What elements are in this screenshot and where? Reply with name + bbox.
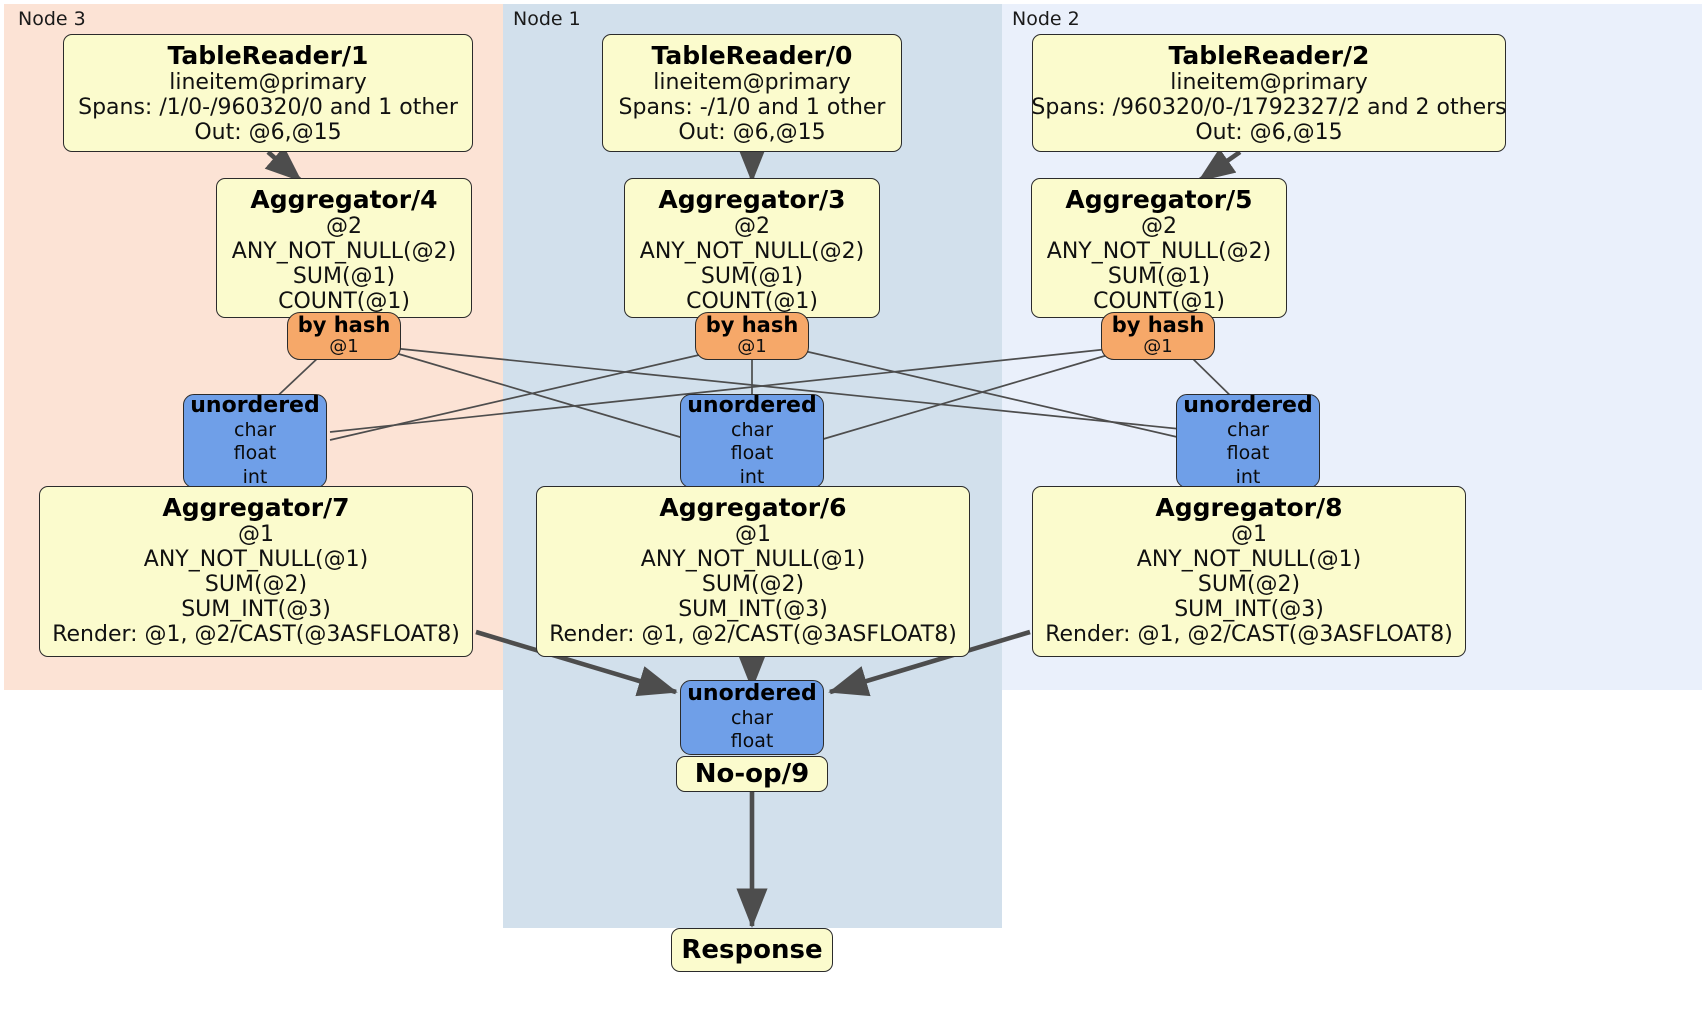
- processor-line: @2: [326, 214, 362, 239]
- router-title: by hash: [1111, 313, 1205, 338]
- processor-line: Render: @1, @2/CAST(@3ASFLOAT8): [1045, 622, 1453, 648]
- processor-title: Aggregator/6: [659, 493, 847, 522]
- processor-tablereader-0[interactable]: TableReader/0 lineitem@primary Spans: -/…: [602, 34, 902, 152]
- receiver-line: int: [739, 465, 765, 488]
- processor-line: SUM(@1): [700, 264, 804, 290]
- processor-line: lineitem@primary: [169, 70, 367, 95]
- processor-line: Spans: -/1/0 and 1 other: [618, 95, 886, 121]
- processor-line: ANY_NOT_NULL(@2): [231, 239, 457, 265]
- processor-line: COUNT(@1): [686, 289, 818, 315]
- processor-title: Aggregator/5: [1065, 185, 1253, 214]
- router-by-hash-node3[interactable]: by hash @1: [287, 312, 401, 360]
- processor-title: No-op/9: [694, 759, 810, 789]
- processor-tablereader-1[interactable]: TableReader/1 lineitem@primary Spans: /1…: [63, 34, 473, 152]
- processor-line: COUNT(@1): [1093, 289, 1225, 315]
- receiver-line: int: [1235, 465, 1261, 488]
- processor-line: SUM(@1): [1107, 264, 1211, 290]
- processor-tablereader-2[interactable]: TableReader/2 lineitem@primary Spans: /9…: [1031, 34, 1507, 152]
- processor-title: Aggregator/4: [250, 185, 438, 214]
- processor-line: SUM(@1): [292, 264, 396, 290]
- processor-line: lineitem@primary: [1170, 70, 1368, 95]
- receiver-line: float: [1226, 442, 1270, 465]
- processor-line: ANY_NOT_NULL(@1): [1136, 547, 1362, 573]
- processor-line: ANY_NOT_NULL(@1): [143, 547, 369, 573]
- router-line: @1: [329, 336, 359, 358]
- router-by-hash-node1[interactable]: by hash @1: [695, 312, 809, 360]
- receiver-unordered-node2[interactable]: unordered char float int: [1176, 393, 1320, 488]
- node-label-node3: Node 3: [18, 8, 86, 30]
- processor-line: @2: [1141, 214, 1177, 239]
- receiver-unordered-final[interactable]: unordered char float: [680, 680, 824, 755]
- receiver-line: char: [234, 419, 276, 442]
- receiver-title: unordered: [687, 393, 817, 419]
- processor-line: SUM_INT(@3): [181, 597, 331, 623]
- processor-aggregator-3[interactable]: Aggregator/3 @2 ANY_NOT_NULL(@2) SUM(@1)…: [624, 178, 880, 318]
- processor-title: TableReader/1: [167, 41, 369, 70]
- receiver-line: int: [242, 465, 268, 488]
- router-by-hash-node2[interactable]: by hash @1: [1101, 312, 1215, 360]
- processor-aggregator-4[interactable]: Aggregator/4 @2 ANY_NOT_NULL(@2) SUM(@1)…: [216, 178, 472, 318]
- router-title: by hash: [297, 313, 391, 338]
- processor-no-op-9[interactable]: No-op/9: [676, 756, 828, 792]
- node-label-node2: Node 2: [1012, 8, 1080, 30]
- receiver-line: float: [233, 442, 277, 465]
- processor-title: Response: [681, 935, 823, 965]
- receiver-line: char: [731, 707, 773, 730]
- processor-line: SUM_INT(@3): [678, 597, 828, 623]
- processor-title: Aggregator/3: [658, 185, 846, 214]
- receiver-unordered-node3[interactable]: unordered char float int: [183, 393, 327, 488]
- processor-line: @1: [238, 522, 274, 547]
- processor-line: lineitem@primary: [653, 70, 851, 95]
- receiver-line: char: [731, 419, 773, 442]
- processor-line: Render: @1, @2/CAST(@3ASFLOAT8): [549, 622, 957, 648]
- processor-line: @1: [1231, 522, 1267, 547]
- processor-line: SUM(@2): [204, 572, 308, 598]
- processor-line: SUM(@2): [1197, 572, 1301, 598]
- processor-aggregator-6[interactable]: Aggregator/6 @1 ANY_NOT_NULL(@1) SUM(@2)…: [536, 486, 970, 657]
- processor-line: Spans: /960320/0-/1792327/2 and 2 others: [1031, 95, 1507, 121]
- receiver-title: unordered: [190, 393, 320, 419]
- processor-line: Out: @6,@15: [194, 120, 342, 146]
- receiver-line: char: [1227, 419, 1269, 442]
- router-line: @1: [1143, 336, 1173, 358]
- receiver-unordered-node1[interactable]: unordered char float int: [680, 393, 824, 488]
- node-label-node1: Node 1: [513, 8, 581, 30]
- processor-aggregator-7[interactable]: Aggregator/7 @1 ANY_NOT_NULL(@1) SUM(@2)…: [39, 486, 473, 657]
- processor-line: Spans: /1/0-/960320/0 and 1 other: [78, 95, 458, 121]
- processor-line: COUNT(@1): [278, 289, 410, 315]
- processor-title: TableReader/2: [1168, 41, 1370, 70]
- processor-line: Render: @1, @2/CAST(@3ASFLOAT8): [52, 622, 460, 648]
- processor-title: TableReader/0: [651, 41, 853, 70]
- processor-line: ANY_NOT_NULL(@2): [639, 239, 865, 265]
- receiver-title: unordered: [687, 681, 817, 707]
- router-title: by hash: [705, 313, 799, 338]
- processor-line: ANY_NOT_NULL(@2): [1046, 239, 1272, 265]
- processor-line: @1: [735, 522, 771, 547]
- processor-line: ANY_NOT_NULL(@1): [640, 547, 866, 573]
- processor-line: Out: @6,@15: [678, 120, 826, 146]
- processor-title: Aggregator/8: [1155, 493, 1343, 522]
- processor-title: Aggregator/7: [162, 493, 350, 522]
- processor-response[interactable]: Response: [671, 928, 833, 972]
- receiver-title: unordered: [1183, 393, 1313, 419]
- receiver-line: float: [730, 730, 774, 753]
- processor-line: Out: @6,@15: [1195, 120, 1343, 146]
- processor-line: SUM(@2): [701, 572, 805, 598]
- router-line: @1: [737, 336, 767, 358]
- receiver-line: float: [730, 442, 774, 465]
- processor-aggregator-5[interactable]: Aggregator/5 @2 ANY_NOT_NULL(@2) SUM(@1)…: [1031, 178, 1287, 318]
- processor-line: SUM_INT(@3): [1174, 597, 1324, 623]
- processor-line: @2: [734, 214, 770, 239]
- processor-aggregator-8[interactable]: Aggregator/8 @1 ANY_NOT_NULL(@1) SUM(@2)…: [1032, 486, 1466, 657]
